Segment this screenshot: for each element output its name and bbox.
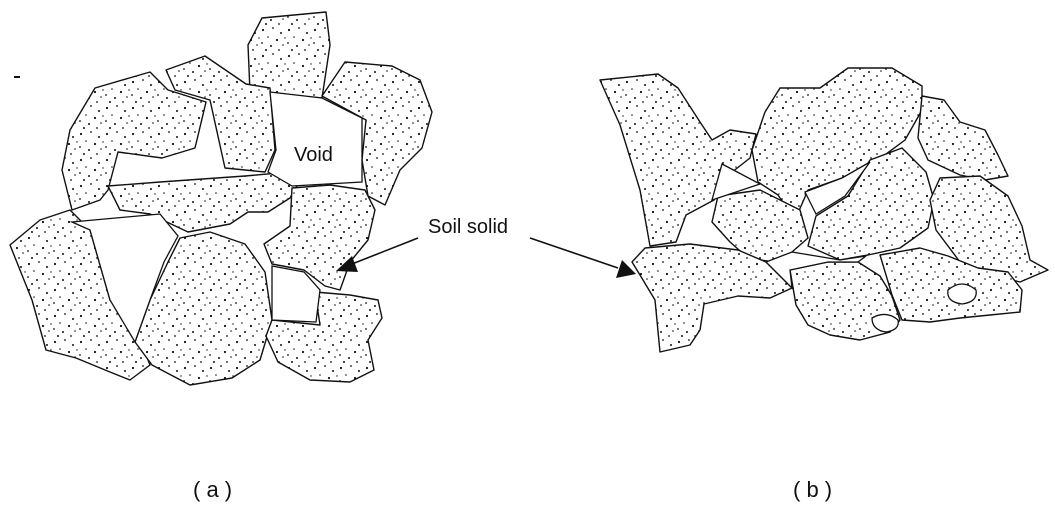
panel-a: Void Soil solid ( a ) [10,12,508,502]
soil-grain [248,12,330,98]
panel-b: ( b ) [530,68,1048,502]
soil-solid-label: Soil solid [428,216,508,238]
arrow-to-grain-b [530,238,618,268]
soil-grain [918,96,1008,180]
void-label: Void [294,144,333,166]
void-space [948,284,976,304]
panel-b-caption: ( b ) [793,477,832,502]
panel-a-caption: ( a ) [193,477,232,502]
